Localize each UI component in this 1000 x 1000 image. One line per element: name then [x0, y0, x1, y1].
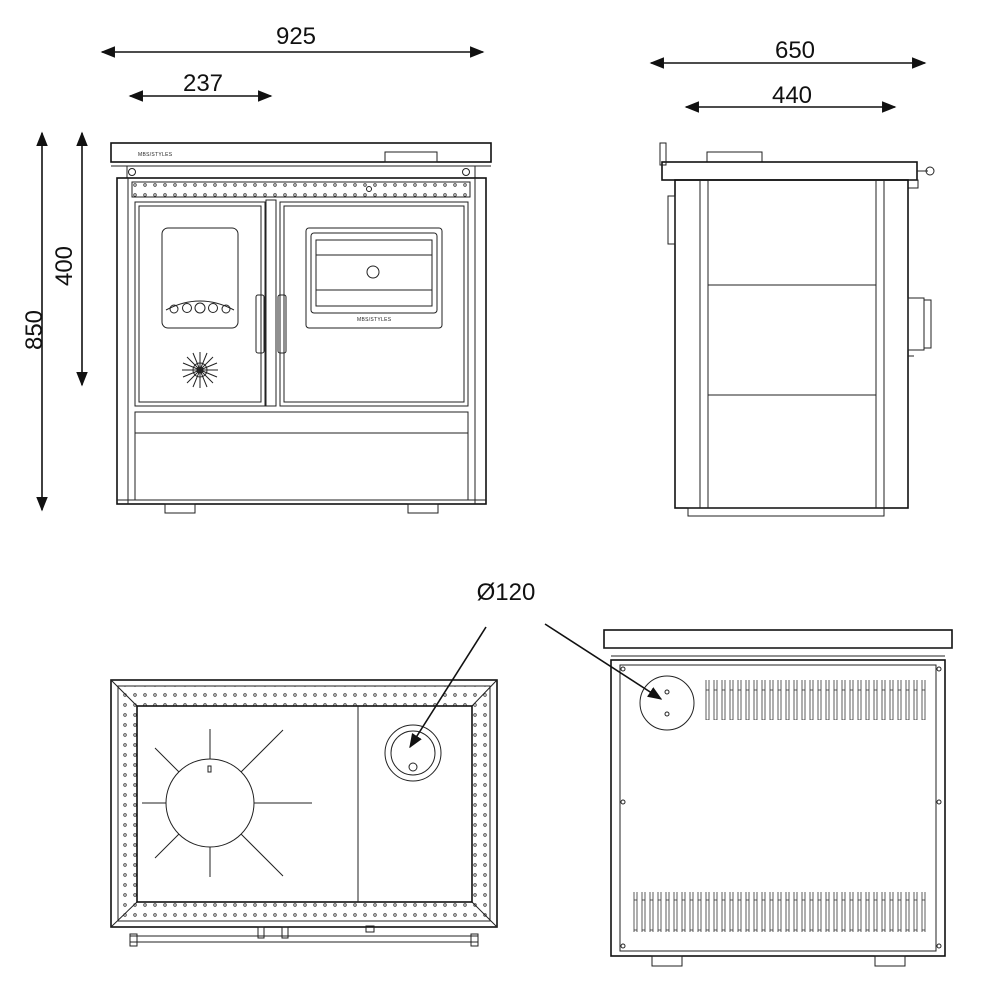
front-brand-plate: MBS/STYLES	[138, 152, 173, 158]
rear-vent-slots-top	[704, 680, 928, 720]
side-base	[687, 507, 885, 517]
firebox-door-handle	[255, 294, 265, 354]
rear-view	[603, 629, 953, 967]
oven-brand-plate: MBS/STYLES	[357, 317, 392, 323]
side-flue-collar	[706, 151, 763, 163]
rear-foot-right	[874, 955, 906, 967]
rear-flue-outlet-icon	[639, 675, 695, 731]
front-view: 925 237 850 400 MBS/STYLES	[21, 23, 492, 514]
callout-arrow-top-view	[409, 626, 487, 749]
dimension-total-width: 925	[100, 23, 485, 58]
callout-arrow-rear-view	[544, 623, 663, 700]
side-handle	[907, 297, 925, 351]
dimension-inner-depth-label: 440	[772, 82, 812, 109]
rear-cooktop-plate	[603, 629, 953, 649]
side-knob-icon	[925, 166, 935, 176]
dimension-inner-depth: 440	[684, 82, 897, 113]
flue-diameter-callout: Ø120	[409, 579, 663, 749]
dimension-door-height: 400	[51, 131, 88, 387]
rear-panel	[610, 659, 946, 957]
dimension-total-width-label: 925	[276, 23, 316, 50]
dimension-firebox-width-label: 237	[183, 70, 223, 97]
side-cooktop-plate	[661, 161, 918, 181]
top-hotplate	[136, 705, 473, 903]
rear-foot-left	[651, 955, 683, 967]
dimension-total-depth-label: 650	[775, 37, 815, 64]
dimension-firebox-width: 237	[128, 70, 273, 102]
front-cooktop-plate	[110, 142, 492, 163]
oven-window	[305, 227, 443, 329]
burner-ring-icon	[142, 729, 312, 877]
dimension-total-depth: 650	[649, 37, 927, 69]
top-flue-outlet-icon	[384, 724, 442, 782]
front-foot-left	[164, 503, 196, 514]
oven-door	[279, 201, 469, 407]
front-vent-band	[131, 181, 471, 198]
oven-thermometer-icon	[366, 265, 380, 279]
dimension-door-height-label: 400	[51, 246, 78, 286]
flue-diameter-label: Ø120	[477, 579, 536, 606]
front-foot-right	[407, 503, 439, 514]
firebox-window	[161, 227, 239, 329]
air-regulator-icon	[182, 352, 218, 388]
rear-vent-slots-bottom	[630, 892, 928, 932]
storage-drawer	[134, 432, 469, 501]
side-body	[674, 179, 909, 509]
side-view: 650 440	[649, 37, 935, 517]
top-view	[110, 679, 498, 947]
oven-door-handle	[277, 294, 287, 354]
firebox-door	[134, 201, 266, 407]
front-body	[116, 177, 487, 505]
top-cooktop	[110, 679, 498, 928]
dimension-total-height: 850	[21, 131, 48, 512]
dimension-total-height-label: 850	[21, 310, 48, 350]
